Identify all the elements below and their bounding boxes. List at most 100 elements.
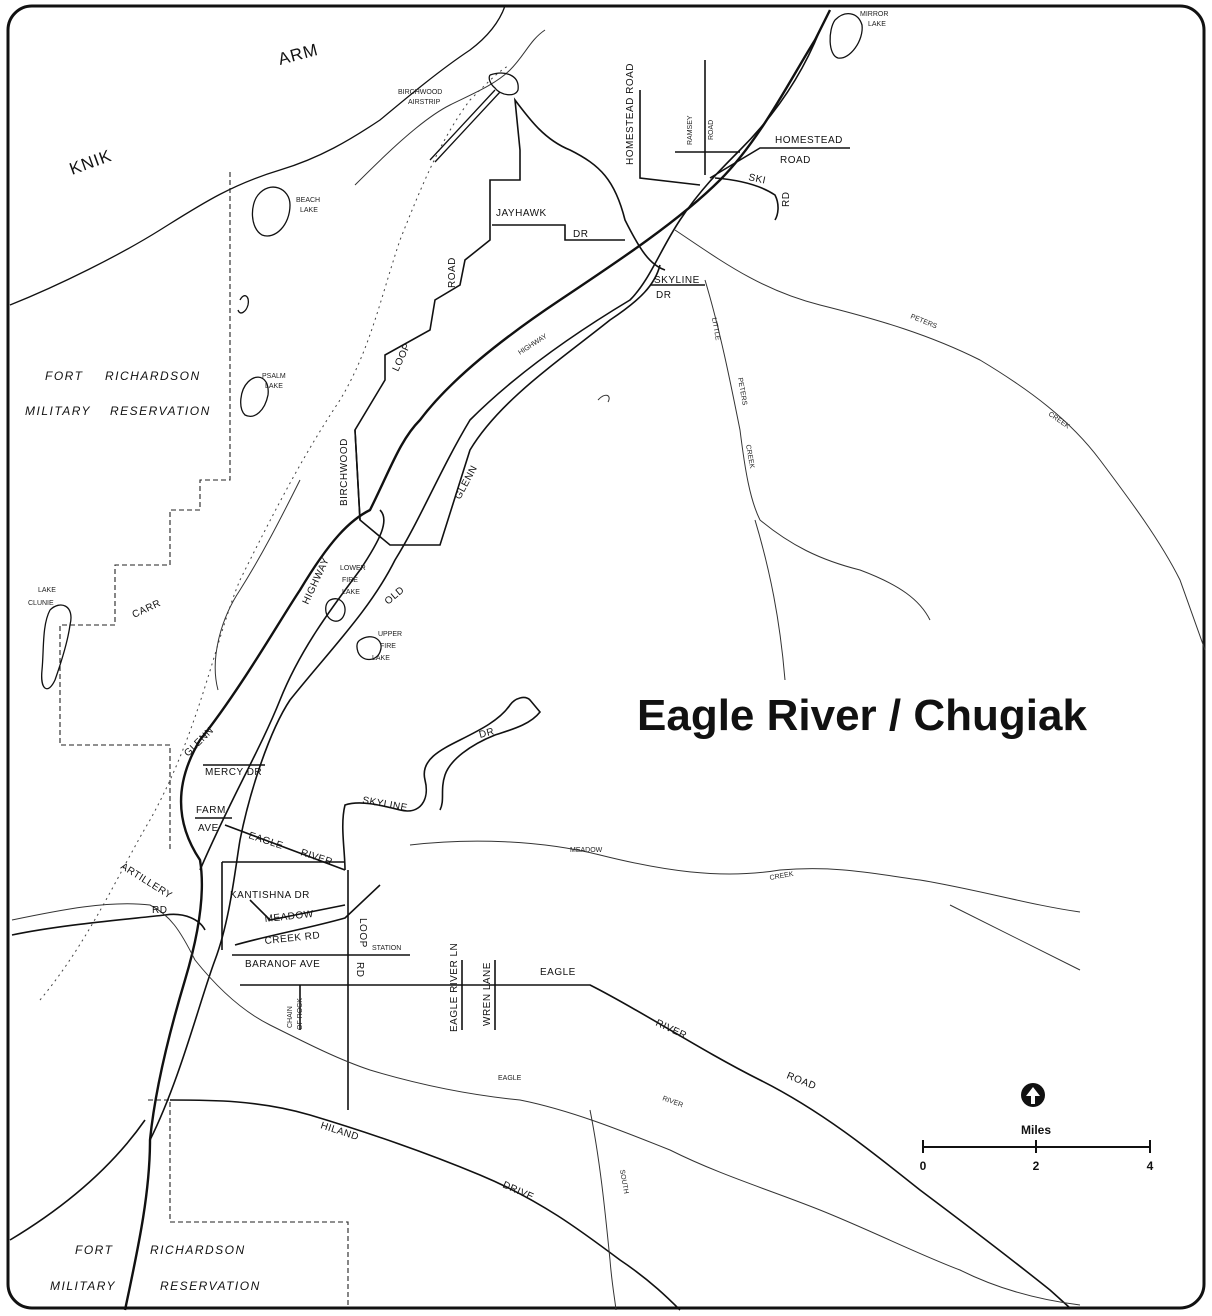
highway-north-label: HIGHWAY: [517, 333, 548, 357]
meadow-creek-rd: [234, 884, 381, 946]
knik-side-creek: [214, 479, 301, 691]
upper-fire-label-3: LAKE: [372, 655, 390, 662]
map-title: Eagle River / Chugiak: [637, 691, 1087, 740]
eagle-road-1-label: EAGLE: [540, 967, 576, 978]
clunie-label-2: CLUNIE: [28, 600, 54, 607]
eagle-road-2-label: RIVER: [654, 1018, 689, 1042]
peters-creek: [674, 229, 1206, 651]
map-frame: [6, 4, 1206, 1310]
loop-south-label: LOOP: [357, 918, 368, 948]
farm-label: FARM: [196, 805, 226, 816]
skyline-north-label: SKYLINE: [654, 275, 700, 286]
kantishna-label: KANTISHNA DR: [230, 890, 310, 901]
reservation-north-label: RESERVATION: [110, 404, 211, 418]
arm-label: ARM: [276, 40, 320, 69]
reservation-boundary-north: [59, 172, 231, 850]
road-north-label: ROAD: [447, 257, 458, 288]
small-lake-west: [237, 295, 250, 314]
eagle-river-1-label: EAGLE: [247, 830, 285, 852]
south-fork: [589, 1109, 617, 1311]
meadow-creek-branch: [949, 904, 1081, 971]
old-glenn-highway: [149, 29, 821, 1141]
eagle-river-creek-label-1: EAGLE: [498, 1075, 522, 1082]
clunie-label-1: LAKE: [38, 587, 56, 594]
peters-creek-label-2: CREEK: [1047, 411, 1071, 431]
fort-south-label: FORT: [75, 1243, 114, 1257]
kantishna-dr: [221, 861, 346, 950]
scale-tick-4: 4: [1147, 1159, 1154, 1173]
creek-rd-label: CREEK RD: [264, 930, 321, 947]
glenn-north-label: GLENN: [453, 464, 480, 502]
railroad: [39, 64, 511, 1001]
north-arrow-icon: [1021, 1083, 1045, 1107]
loop-south-rd-label: RD: [354, 962, 365, 977]
richardson-north-label: RICHARDSON: [105, 369, 201, 383]
mirror-lake: [829, 13, 863, 59]
military-north-label: MILITARY: [25, 404, 91, 418]
skyline-south-label: SKYLINE: [361, 795, 408, 814]
mirror-lake-label-2: LAKE: [868, 21, 886, 28]
loop-north-label: LOOP: [391, 342, 414, 374]
coastline-inner: [354, 29, 546, 186]
artillery-rd-label: RD: [152, 905, 167, 916]
south-fork-label: SOUTH: [618, 1169, 629, 1194]
airstrip-label-2: AIRSTRIP: [408, 99, 441, 106]
knik-label: KNIK: [67, 146, 115, 179]
wren-lane-label: WREN LANE: [482, 962, 493, 1026]
little-peters-branch: [754, 519, 786, 681]
beach-lake-label-1: BEACH: [296, 197, 320, 204]
homestead-road-east: [709, 147, 850, 179]
scale-unit: Miles: [1021, 1123, 1051, 1137]
little-peters-creek: [704, 279, 931, 621]
upper-fire-label-2: FIRE: [380, 643, 396, 650]
glenn-south-branch: [9, 1119, 146, 1241]
skyline-drive-south: [341, 696, 542, 871]
lower-fire-lake: [325, 598, 346, 622]
lower-fire-label-1: LOWER: [340, 565, 366, 572]
ave-label: AVE: [198, 823, 219, 834]
glenn-highway: [123, 9, 832, 1311]
little-peters-label-1: LITTLE: [710, 317, 721, 341]
ramsey-road-label: ROAD: [708, 120, 715, 140]
homestead-road-vertical-label: HOMESTEAD ROAD: [625, 63, 636, 165]
homestead-road-north: [639, 90, 701, 186]
carr-label: CARR: [131, 598, 163, 621]
beach-lake-label-2: LAKE: [300, 207, 318, 214]
glenn-south-label: GLENN: [182, 725, 216, 759]
military-south-label: MILITARY: [50, 1279, 116, 1293]
peters-creek-label-1: PETERS: [909, 313, 938, 330]
homestead-east-label: HOMESTEAD: [775, 135, 843, 146]
lake-clunie: [41, 604, 72, 690]
birchwood-loop-south: [354, 264, 661, 546]
eagle-road-3-label: ROAD: [785, 1071, 818, 1093]
birchwood-airstrip: [429, 89, 501, 163]
mercy-dr-label: MERCY DR: [205, 767, 262, 778]
eagle-river-ln-label: EAGLE RIVER LN: [449, 943, 460, 1032]
fort-north-label: FORT: [45, 369, 84, 383]
ski-rd-label: RD: [781, 192, 792, 207]
birchwood-loop-road: [354, 97, 666, 521]
scale-tick-2: 2: [1033, 1159, 1040, 1173]
meadow-creek: [409, 840, 1081, 913]
eagle-river-creek-label-2: RIVER: [661, 1095, 684, 1109]
lower-fire-label-3: LAKE: [342, 589, 360, 596]
drive-label: DRIVE: [501, 1180, 536, 1203]
meadow-creek-label-1: MEADOW: [570, 847, 603, 854]
psalm-lake: [240, 376, 269, 417]
eagle-river-road: [240, 984, 1071, 1309]
airstrip-pond: [488, 72, 519, 96]
psalm-lake-label-1: PSALM: [262, 373, 286, 380]
meadow-creek-label-2: CREEK: [769, 871, 794, 882]
station-label: STATION: [372, 945, 401, 952]
ski-road: [714, 177, 779, 221]
ski-label: SKI: [747, 172, 767, 186]
reservation-boundary-south: [148, 1099, 349, 1308]
beach-lake: [251, 186, 291, 237]
skyline-north-dr-label: DR: [656, 290, 671, 301]
meadow-label: MEADOW: [264, 909, 314, 925]
richardson-south-label: RICHARDSON: [150, 1243, 246, 1257]
old-label: OLD: [383, 585, 407, 608]
scale-bar: Miles 0 2 4: [920, 1123, 1154, 1173]
chain-label: CHAIN: [287, 1006, 294, 1028]
